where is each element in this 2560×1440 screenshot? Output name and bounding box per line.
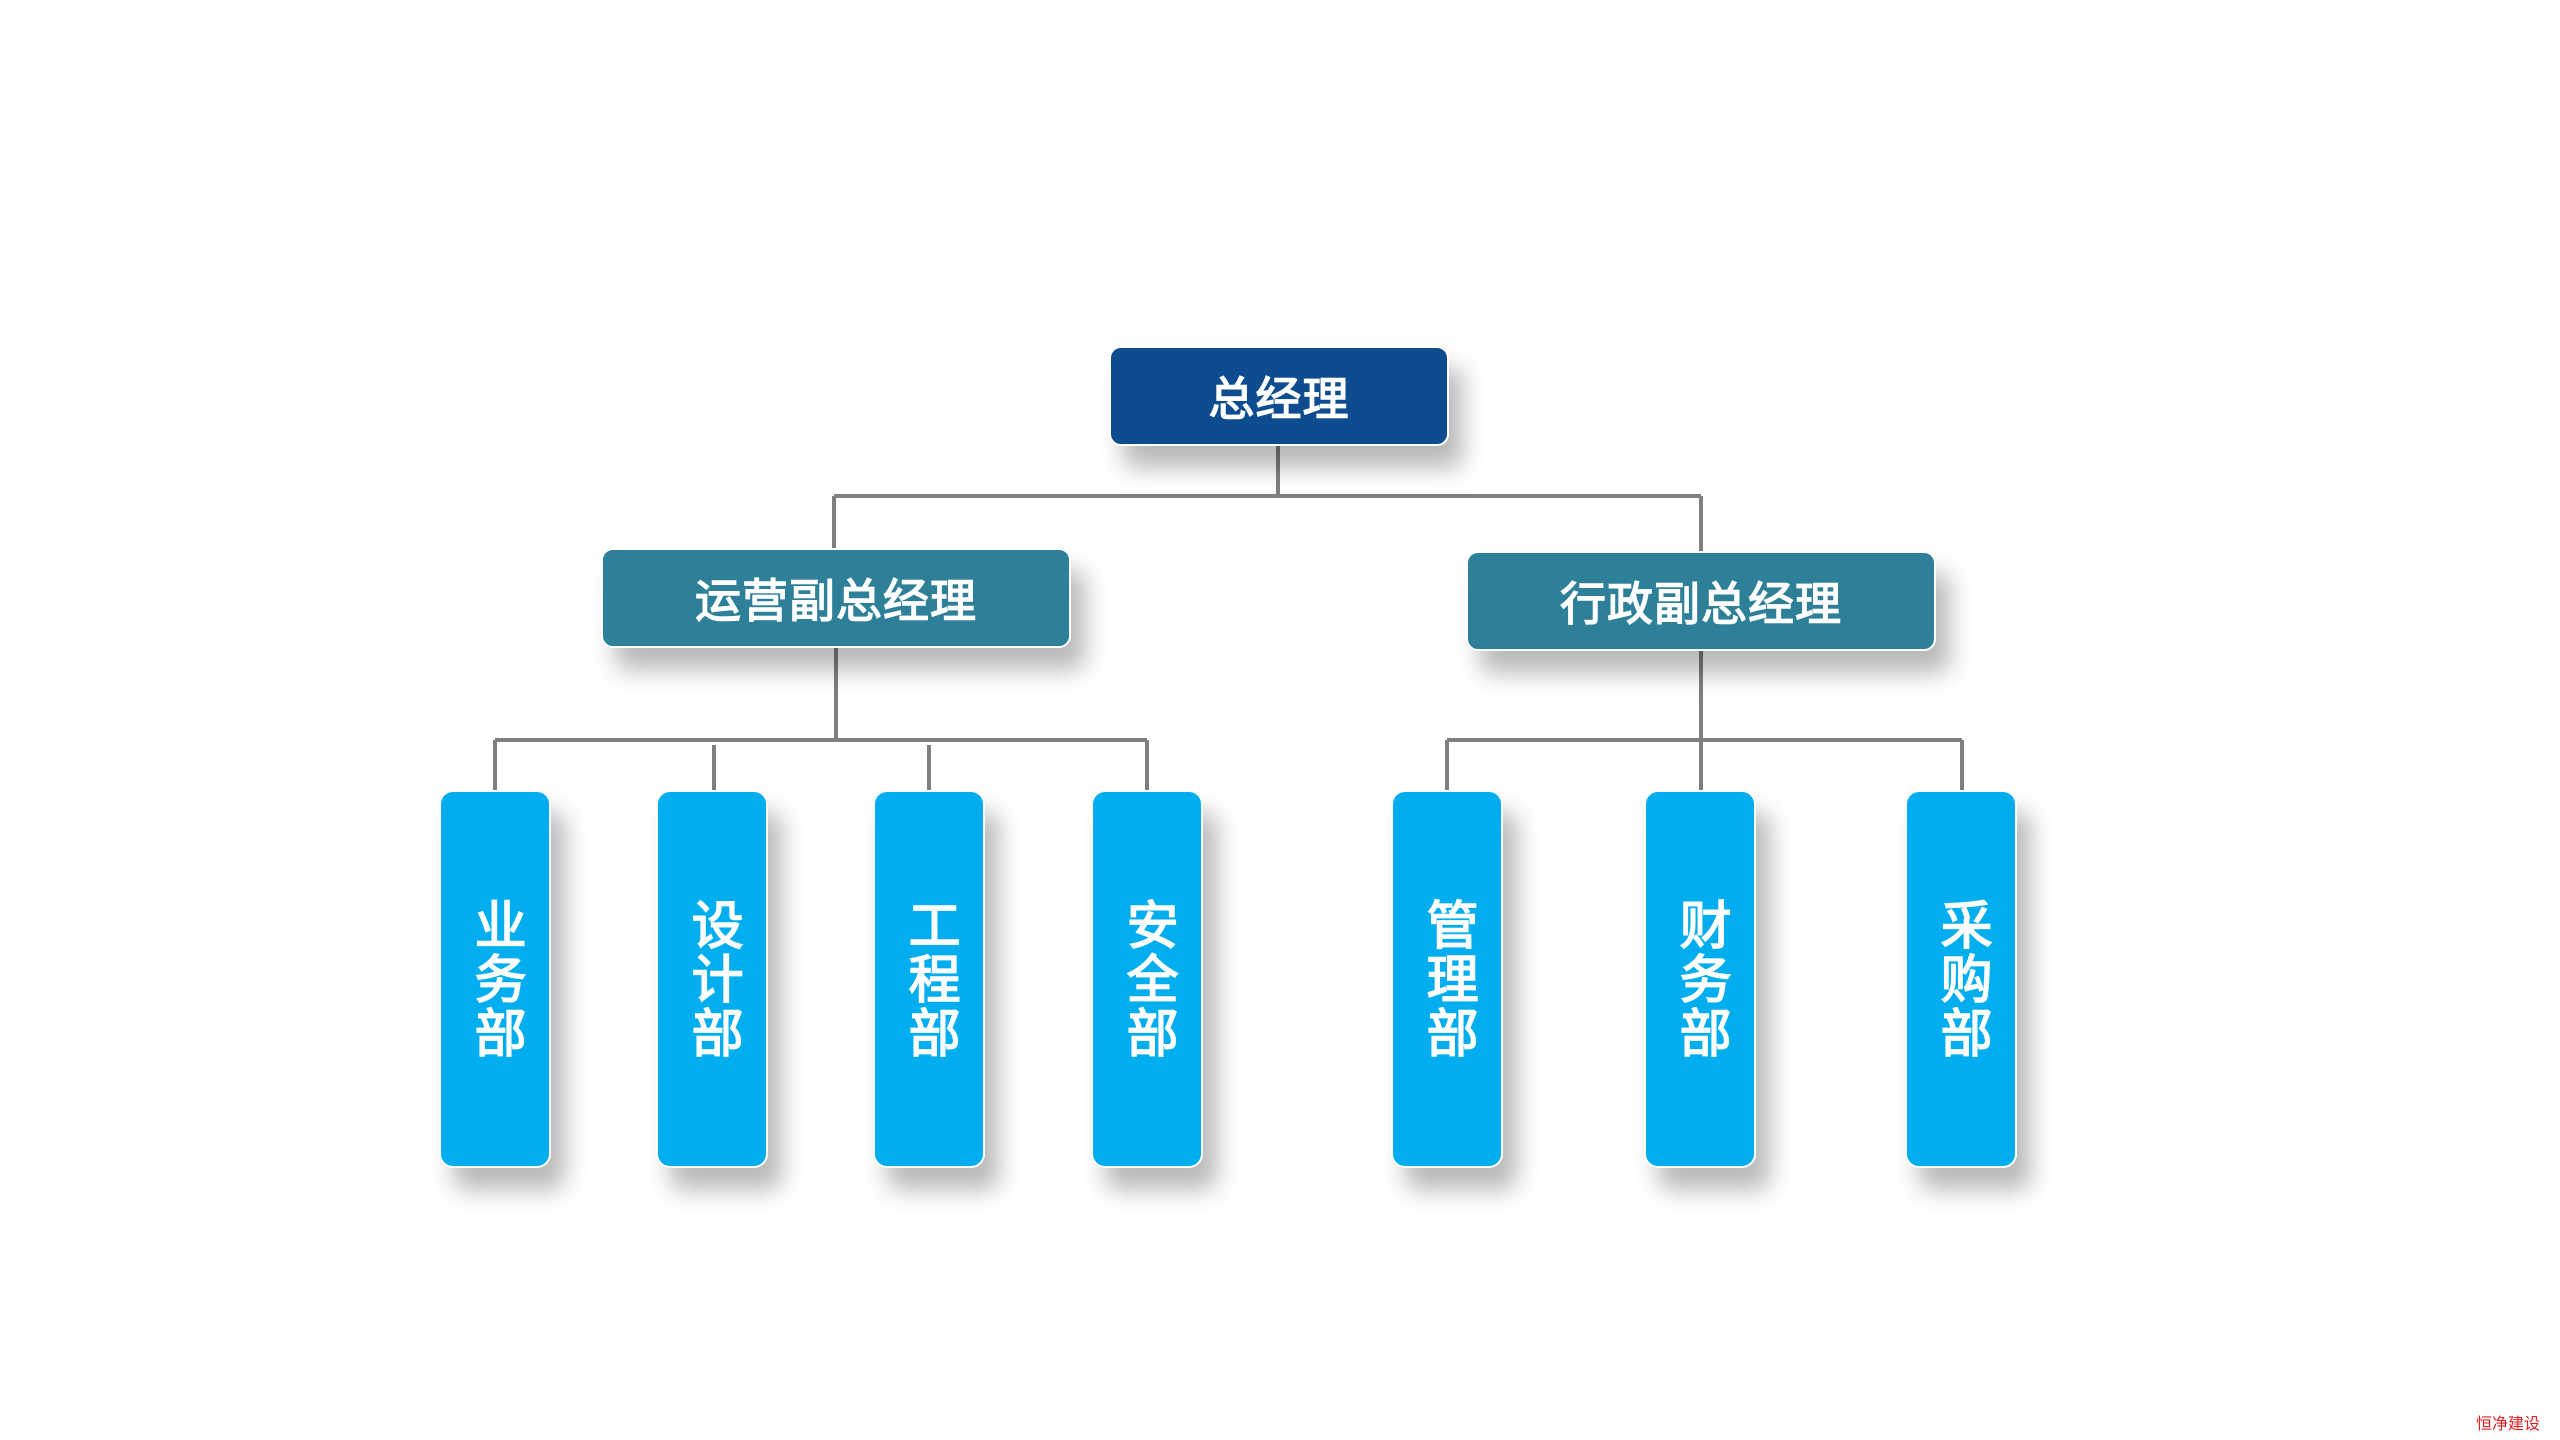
node-department: 财务部 [1644, 790, 1756, 1168]
node-department: 安全部 [1091, 790, 1203, 1168]
watermark-text: 恒净建设 [2475, 1414, 2540, 1433]
node-department: 工程部 [873, 790, 985, 1168]
node-department: 业务部 [439, 790, 551, 1168]
department-label: 采购部 [1931, 898, 1992, 1060]
department-label: 设计部 [682, 898, 743, 1060]
node-department: 采购部 [1905, 790, 2017, 1168]
node-admin-vp: 行政副总经理 [1466, 551, 1936, 651]
department-label: 工程部 [899, 898, 960, 1060]
department-label: 安全部 [1117, 898, 1178, 1060]
node-label: 运营副总经理 [695, 574, 977, 628]
node-operations-vp: 运营副总经理 [601, 548, 1071, 648]
node-label: 总经理 [1208, 372, 1350, 426]
node-department: 设计部 [656, 790, 768, 1168]
node-general-manager: 总经理 [1109, 346, 1449, 446]
department-label: 管理部 [1417, 898, 1478, 1060]
node-label: 行政副总经理 [1560, 577, 1842, 631]
department-label: 财务部 [1670, 898, 1731, 1060]
node-department: 管理部 [1391, 790, 1503, 1168]
department-label: 业务部 [465, 898, 526, 1060]
